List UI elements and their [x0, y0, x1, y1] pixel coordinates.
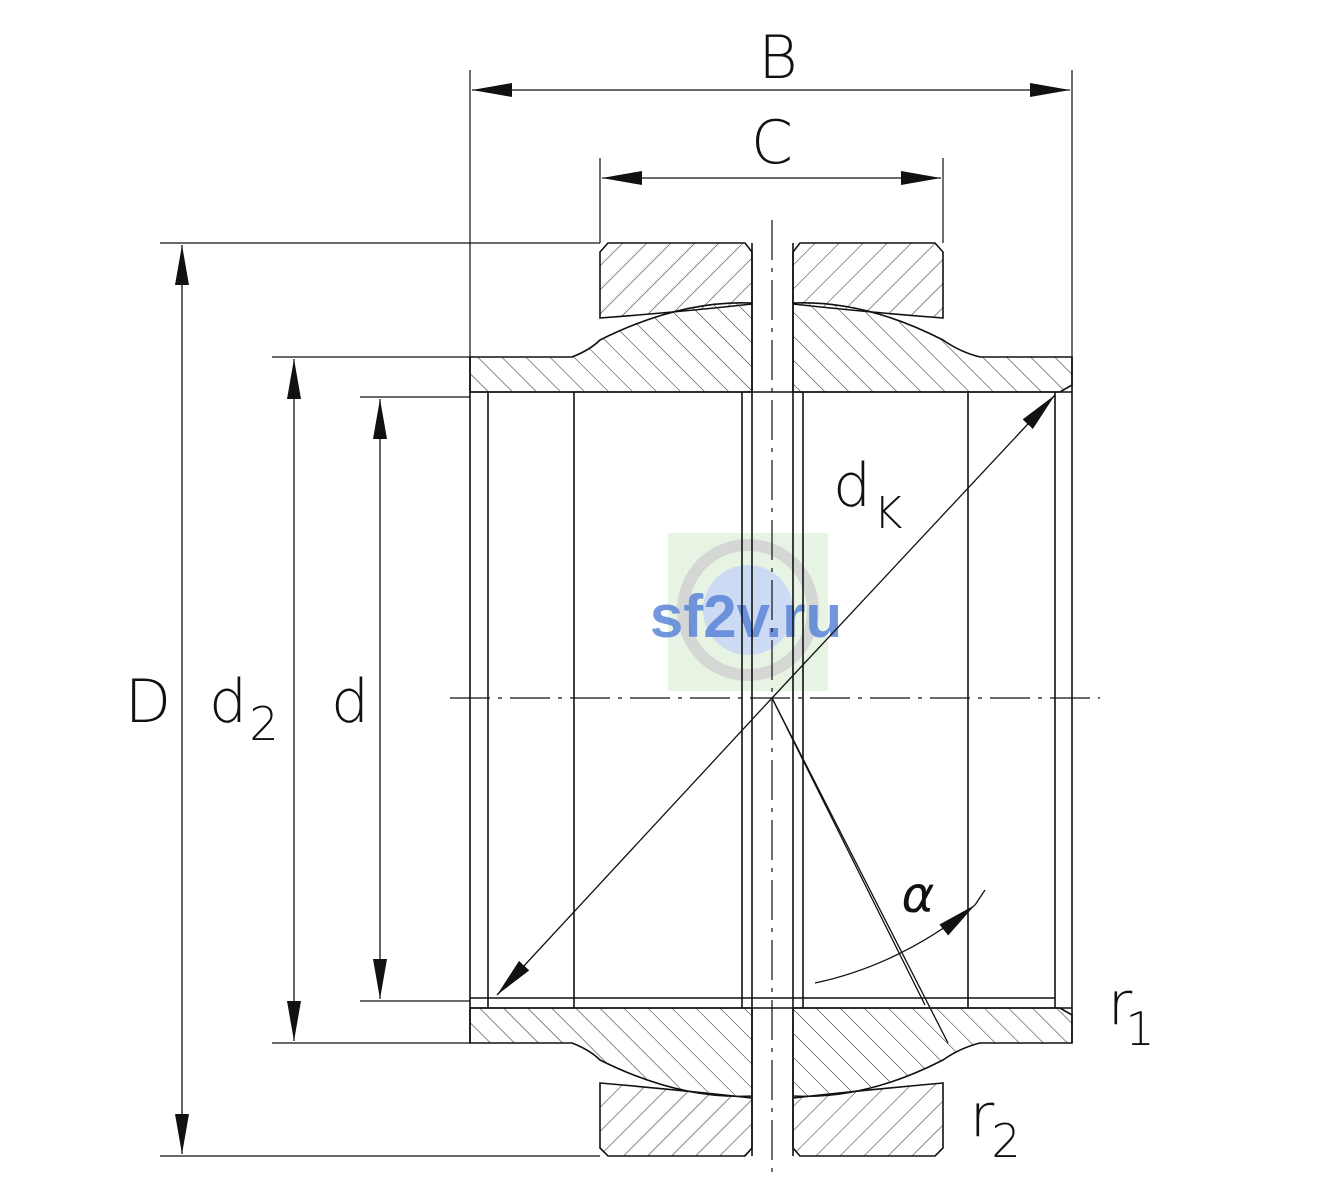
label-D: D — [125, 667, 171, 737]
alpha-ray-2 — [771, 697, 926, 1006]
watermark-text: sf2v.ru — [650, 583, 842, 650]
label-d2: d — [209, 667, 247, 737]
label-dk: d — [833, 451, 871, 521]
dimension-lines — [175, 83, 1070, 1154]
label-C: C — [751, 108, 793, 178]
label-r1: r — [1108, 969, 1133, 1039]
dim-dk — [771, 394, 1056, 699]
inner-ring — [469, 301, 1073, 1098]
bore-lines — [469, 243, 1073, 1156]
alpha-arc — [814, 904, 976, 984]
label-B: B — [758, 23, 797, 93]
watermark: sf2v.ru — [650, 533, 842, 691]
label-r2-subscript: 2 — [991, 1114, 1020, 1168]
label-r1-subscript: 1 — [1125, 1002, 1154, 1056]
dimension-labels: B C D d 2 d d K α r 1 r 2 — [125, 23, 1155, 1168]
label-d: d — [331, 667, 369, 737]
label-d2-subscript: 2 — [249, 697, 278, 751]
extension-lines — [160, 70, 1073, 1157]
label-dk-subscript: K — [874, 488, 903, 539]
label-r2: r — [970, 1081, 995, 1151]
label-alpha: α — [902, 866, 935, 924]
